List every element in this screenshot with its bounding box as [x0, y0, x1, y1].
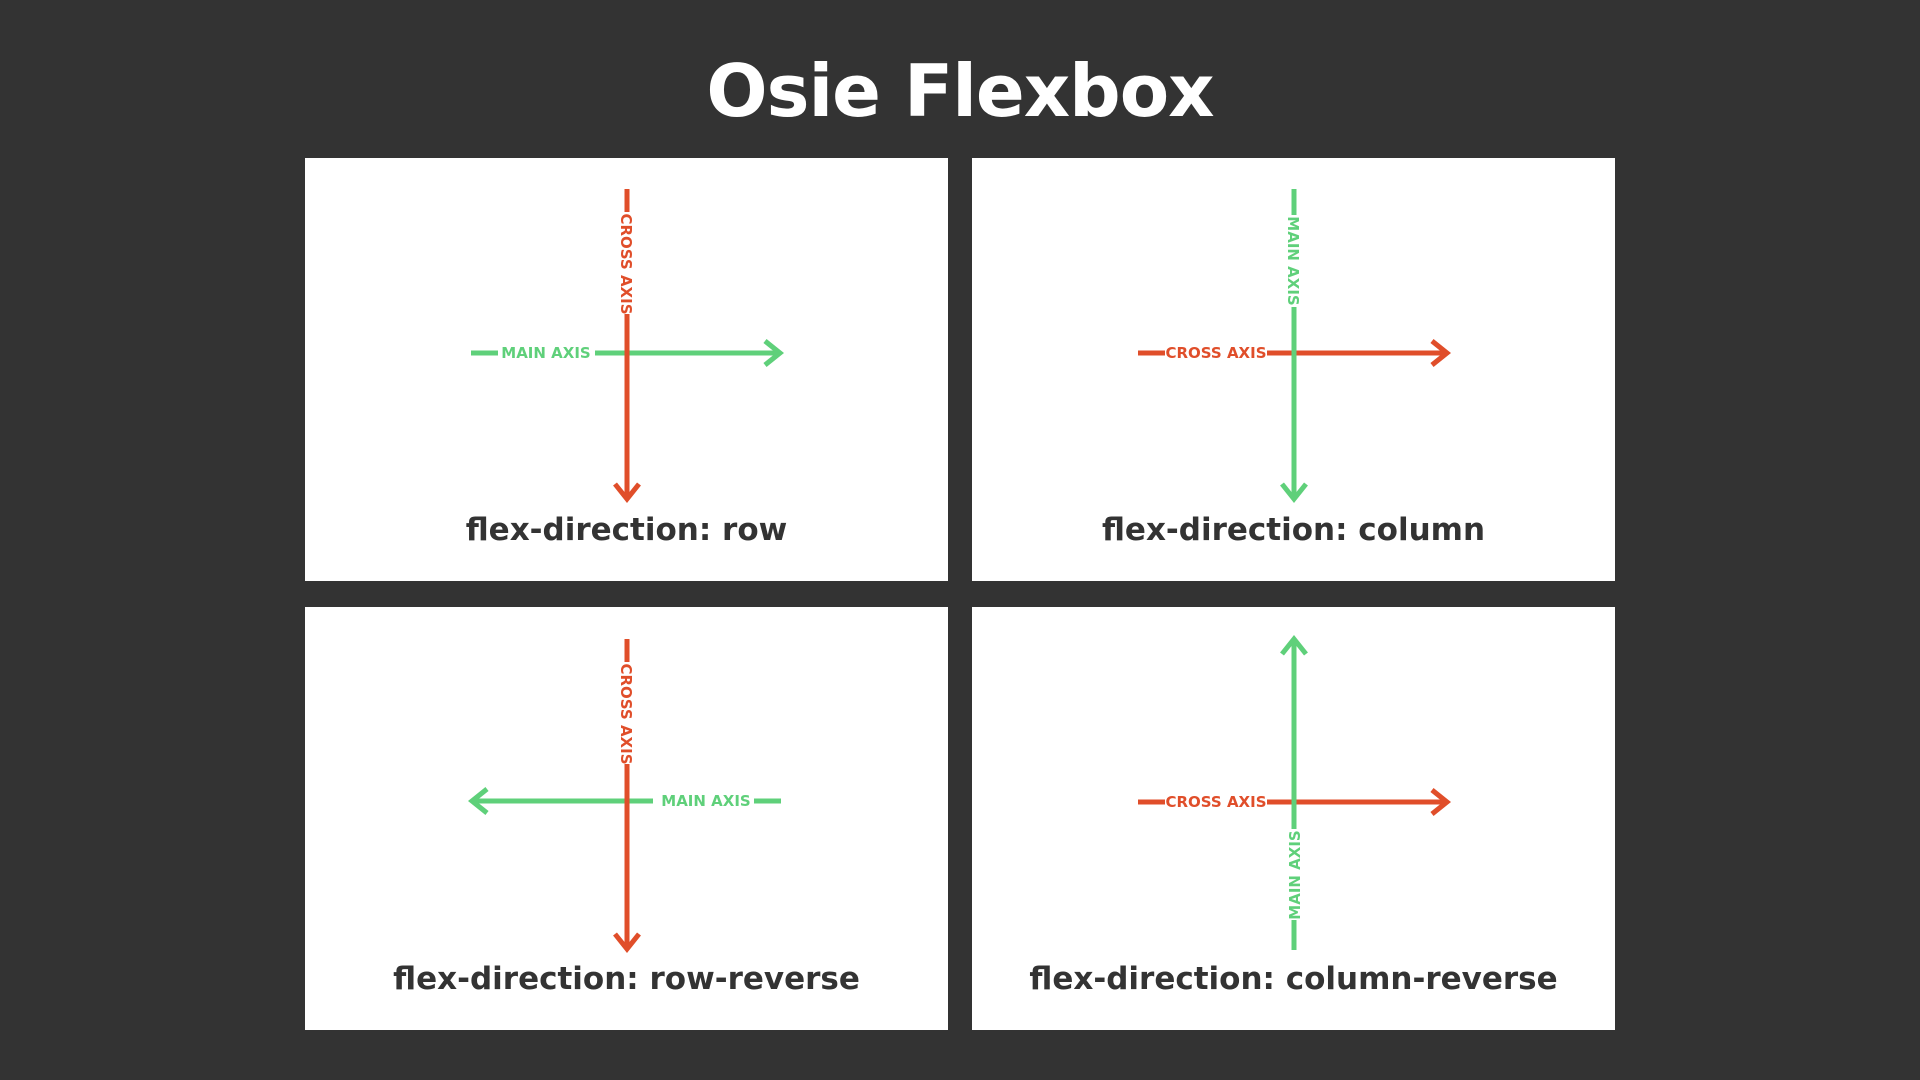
- main-axis: [467, 787, 781, 815]
- axes-diagram-row-reverse: MAIN AXIS CROSS AXIS: [467, 639, 781, 954]
- panel-column: CROSS AXIS MAIN AXIS flex-direction: col…: [972, 158, 1615, 581]
- main-axis: [1280, 189, 1308, 504]
- cross-axis-label: CROSS AXIS: [617, 663, 635, 764]
- axes-diagram-row: MAIN AXIS CROSS AXIS: [471, 189, 785, 504]
- main-axis-label: MAIN AXIS: [1286, 830, 1304, 919]
- cross-axis: [1138, 339, 1452, 367]
- panel-label: flex-direction: column: [1101, 512, 1486, 548]
- cross-axis: [613, 189, 641, 504]
- panel-label: flex-direction: column-reverse: [1029, 961, 1558, 997]
- panel-label: flex-direction: row-reverse: [393, 961, 860, 997]
- panel-label: flex-direction: row: [465, 512, 788, 548]
- main-axis-label: MAIN AXIS: [661, 792, 750, 810]
- page-title: Osie Flexbox: [706, 49, 1214, 133]
- main-axis-label: MAIN AXIS: [501, 344, 590, 362]
- panel-row-reverse: MAIN AXIS CROSS AXIS flex-direction: row…: [305, 607, 948, 1030]
- axes-diagram-column: CROSS AXIS MAIN AXIS: [1138, 189, 1452, 504]
- cross-axis: [613, 639, 641, 954]
- cross-axis-label: CROSS AXIS: [1165, 793, 1266, 811]
- panel-column-reverse: CROSS AXIS MAIN AXIS flex-direction: col…: [972, 607, 1615, 1030]
- cross-axis: [1138, 788, 1452, 816]
- axes-diagram-column-reverse: CROSS AXIS MAIN AXIS: [1138, 634, 1452, 950]
- main-axis-label: MAIN AXIS: [1284, 216, 1302, 305]
- cross-axis-label: CROSS AXIS: [1165, 344, 1266, 362]
- main-axis: [1280, 634, 1308, 950]
- panel-row: MAIN AXIS CROSS AXIS flex-direction: row: [305, 158, 948, 581]
- cross-axis-label: CROSS AXIS: [617, 213, 635, 314]
